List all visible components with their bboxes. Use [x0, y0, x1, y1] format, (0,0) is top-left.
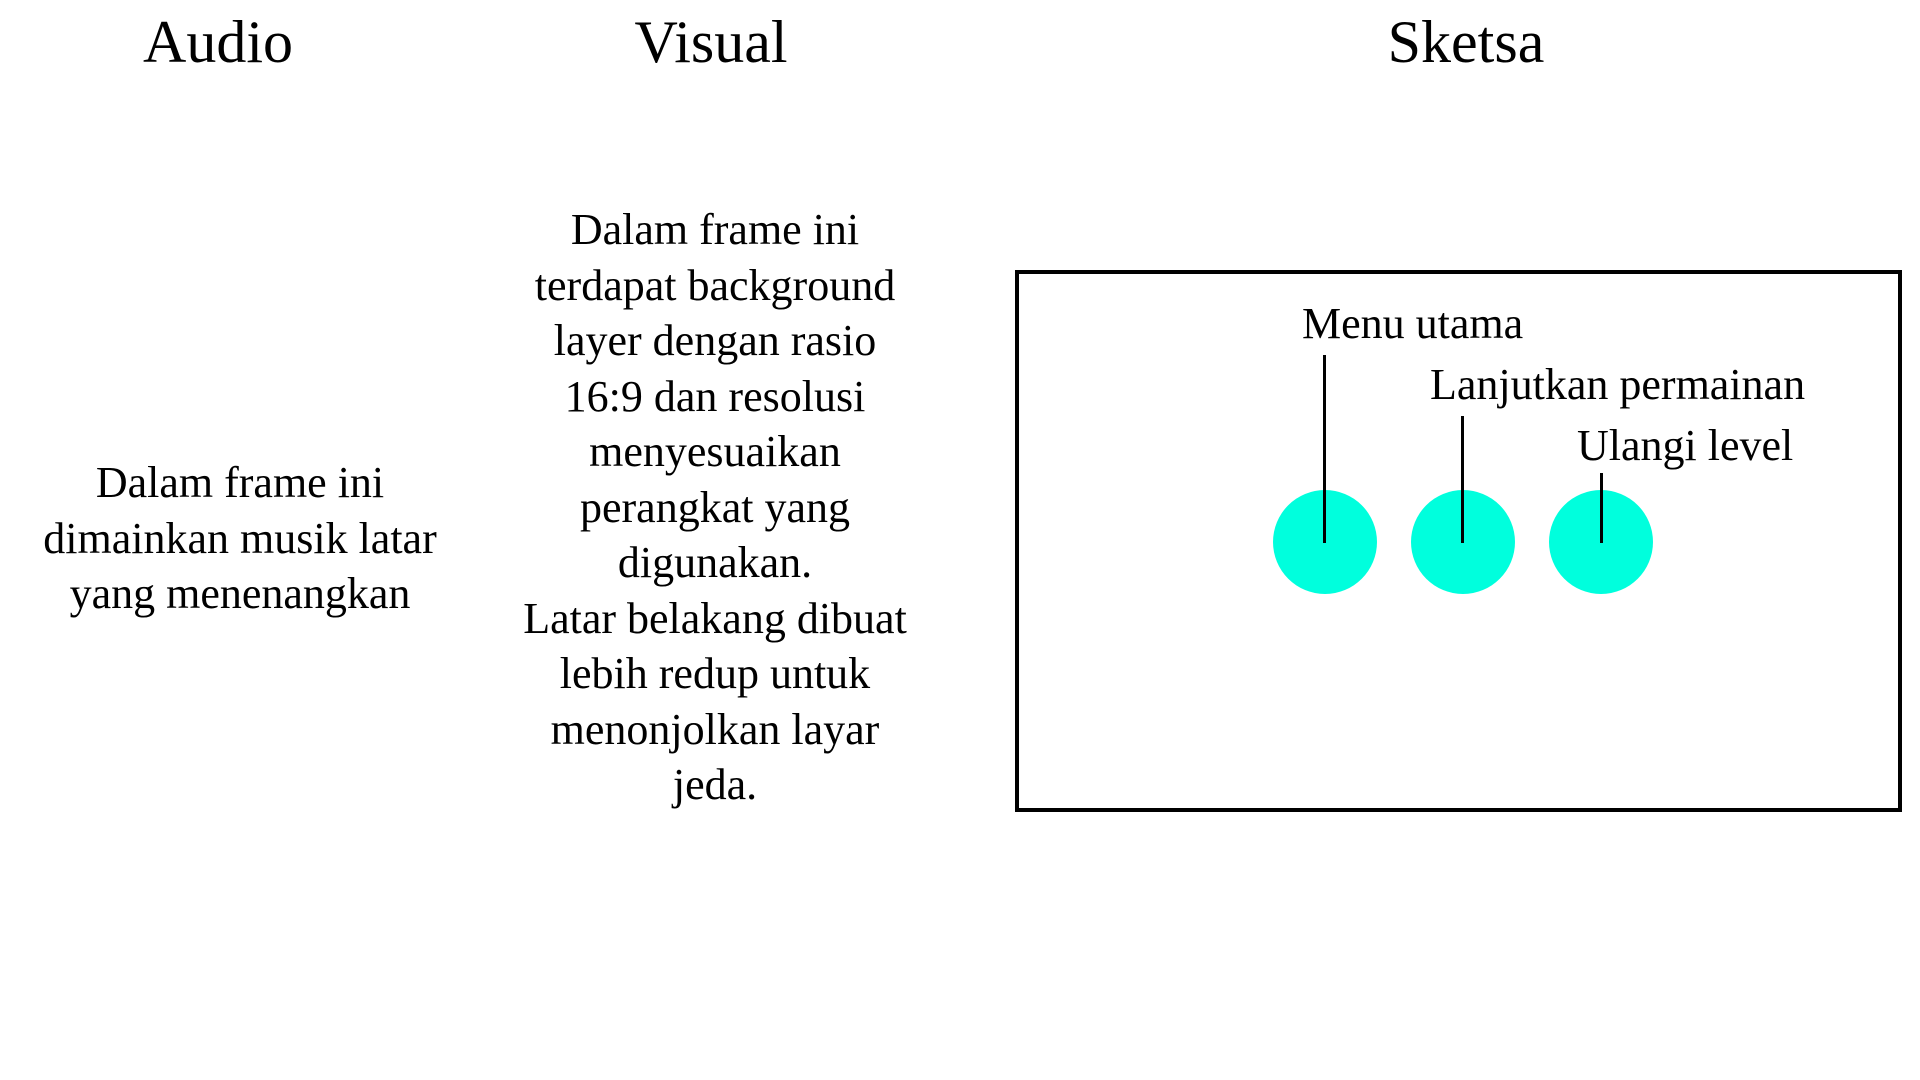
lanjutkan-permainan-pointer-line: [1461, 416, 1464, 543]
visual-description-line: Dalam frame ini: [570, 205, 860, 254]
ulangi-level-label: Ulangi level: [1577, 421, 1794, 470]
sketch-column-heading: Sketsa: [1387, 9, 1545, 75]
visual-description-line: lebih redup untuk: [559, 649, 871, 698]
visual-description-line: jeda.: [672, 760, 758, 809]
visual-description-line: 16:9 dan resolusi: [564, 371, 866, 421]
visual-description: Dalam frame ini terdapat background laye…: [475, 202, 955, 813]
visual-description-line: Latar belakang dibuat: [523, 593, 907, 643]
audio-description-line: yang menenangkan: [69, 569, 411, 618]
ulangi-level-pointer-line: [1600, 473, 1603, 543]
visual-description-line: layer dengan rasio: [553, 316, 877, 365]
audio-description-line: dimainkan musik latar: [43, 513, 437, 563]
menu-utama-pointer-line: [1323, 355, 1326, 543]
visual-description-line: menonjolkan layar: [550, 704, 880, 754]
visual-description-line: perangkat yang: [580, 482, 850, 532]
visual-description-line: digunakan.: [617, 538, 813, 587]
visual-description-line: terdapat background: [534, 260, 896, 310]
visual-description-line: menyesuaikan: [589, 427, 841, 476]
audio-column-heading: Audio: [143, 9, 293, 75]
menu-utama-label: Menu utama: [1302, 299, 1524, 348]
lanjutkan-permainan-label: Lanjutkan permainan: [1430, 360, 1806, 409]
visual-column-heading: Visual: [634, 9, 788, 75]
audio-description-line: Dalam frame ini: [95, 458, 385, 507]
audio-description: Dalam frame ini dimainkan musik latar ya…: [0, 455, 480, 622]
sketch-frame: [1015, 270, 1902, 812]
